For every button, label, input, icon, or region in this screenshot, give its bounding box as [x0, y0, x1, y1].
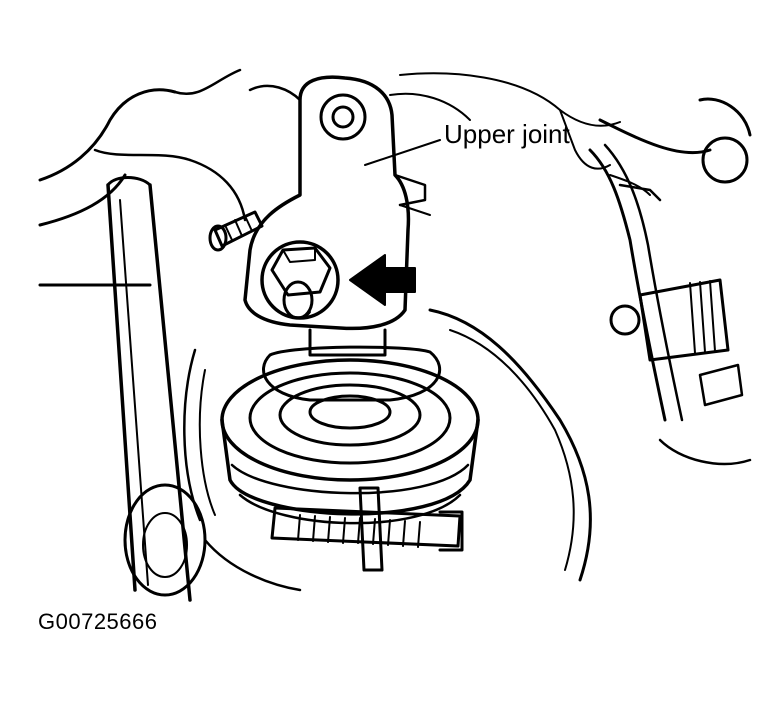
clamp-bolt: [272, 488, 462, 570]
lower-housing: [222, 360, 478, 523]
left-stud: [210, 212, 262, 250]
right-stud: [611, 280, 742, 405]
left-strut: [108, 178, 190, 601]
arrow-icon: [350, 255, 415, 305]
left-chassis-outline: [40, 70, 245, 285]
top-contours: [250, 73, 620, 168]
nut-icon: [272, 248, 330, 295]
joint-bolt: [262, 242, 338, 318]
callout-leader-line: [365, 140, 440, 165]
ball-joint-boot: [263, 330, 439, 400]
figure-id-label: G00725666: [38, 609, 158, 634]
upper-joint-arm: [245, 77, 430, 328]
right-brake-line: [590, 99, 750, 464]
upper-joint-label: Upper joint: [444, 119, 570, 149]
hub-outline: [184, 310, 590, 590]
